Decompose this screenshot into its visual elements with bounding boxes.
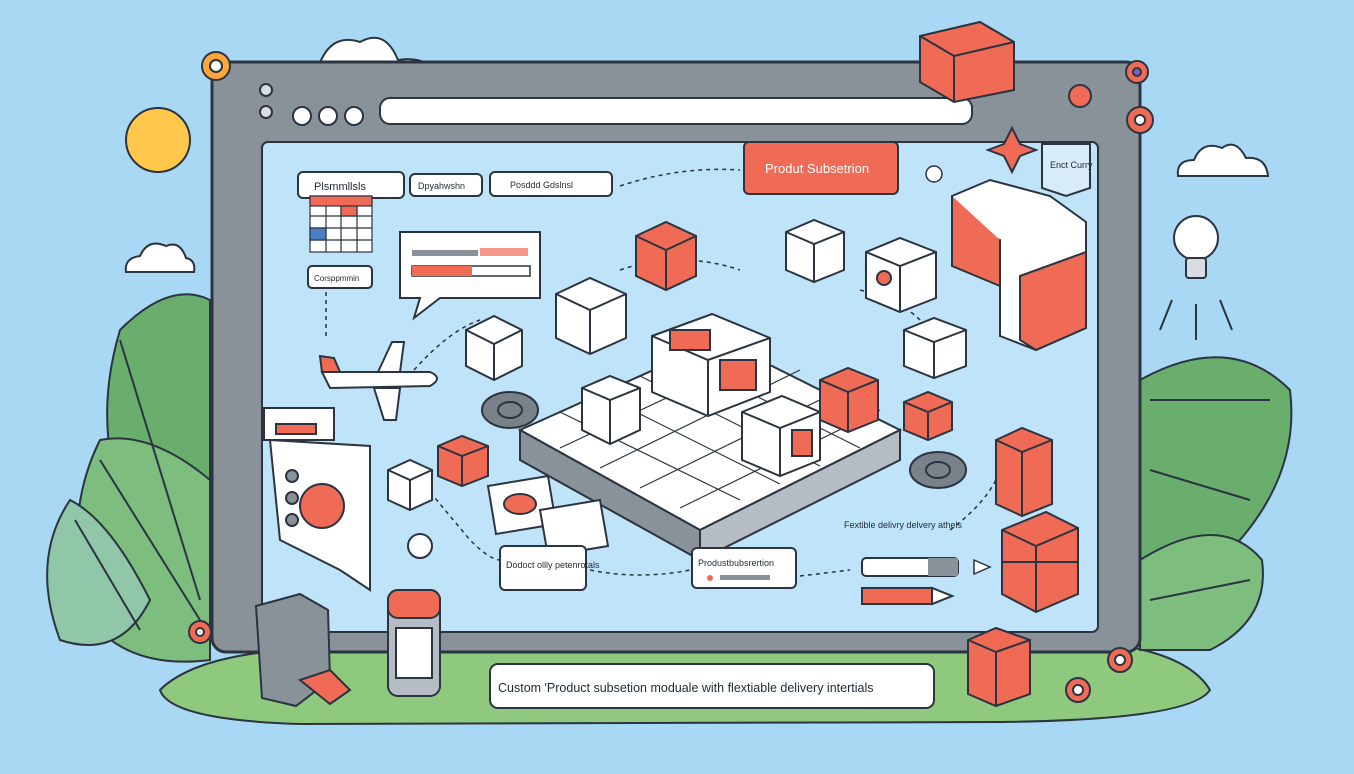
bottom-banner: Custom 'Product subsetion moduale with f… (489, 663, 935, 709)
tab-2[interactable]: Dpyahwshn (409, 173, 483, 197)
pencil-icon (861, 586, 955, 606)
window-dot-1 (292, 106, 312, 126)
sparkle-icon (985, 125, 1039, 175)
cloud-icon (1176, 143, 1270, 177)
cube-stack-bottom (1001, 510, 1079, 614)
document-panel (263, 407, 371, 592)
product-subscription-card-text: Produstbubsrertion (698, 558, 774, 568)
gear-icon (1125, 60, 1149, 84)
window-dot-3 (344, 106, 364, 126)
shipping-box-top (919, 20, 1015, 104)
cube-ground (967, 626, 1031, 708)
window-dot-small-2 (259, 105, 273, 119)
open-box (865, 236, 937, 314)
tab-3-label: Posddd Gdslnsl (510, 180, 573, 190)
cube-lower-right (995, 426, 1053, 518)
address-bar[interactable] (379, 97, 973, 125)
cube-stack-right (951, 178, 1087, 352)
cube-floating-1 (635, 220, 697, 292)
cloud-icon (124, 242, 196, 273)
window-dot-2 (318, 106, 338, 126)
cube-floating-4 (465, 314, 523, 382)
cube-orange-front (819, 366, 879, 434)
spiral-icon (909, 451, 967, 489)
cube-floating-3 (555, 276, 627, 356)
info-icon[interactable] (925, 165, 943, 183)
cube-medium (741, 394, 821, 478)
flexible-delivery-label[interactable]: Fextible delivry delvery athels (837, 501, 963, 549)
bottom-banner-text: Custom 'Product subsetion moduale with f… (498, 681, 873, 695)
card-stack (486, 474, 610, 558)
cube-large (651, 312, 771, 418)
gear-icon (1107, 647, 1133, 673)
tab-2-label: Dpyahwshn (418, 181, 465, 191)
gear-icon (201, 51, 231, 81)
side-label-text: Corsppmmin (314, 274, 359, 283)
progress-bubble (399, 231, 541, 321)
cube-floating-5 (437, 434, 489, 488)
flexible-delivery-text: Fextible delivry delvery athels (844, 520, 963, 530)
cube-floating-8 (903, 390, 953, 442)
corner-note-text: Enct Curry (1050, 160, 1093, 170)
spiral-icon (481, 391, 539, 429)
tab-1[interactable]: Plsmmllsls (297, 171, 405, 199)
tab-1-label: Plsmmllsls (314, 181, 366, 193)
sun-icon (125, 107, 191, 173)
cube-floating-6 (387, 458, 433, 512)
product-subscription-button[interactable]: Produt Subsetrion (743, 141, 899, 195)
dodoct-options-text: Dodoct ollly petenrotals (506, 560, 600, 570)
cube-floating-7 (903, 316, 967, 380)
cube-small (581, 374, 641, 446)
tab-3[interactable]: Posddd Gdslnsl (489, 171, 613, 197)
dodoct-options-label[interactable]: Dodoct ollly petenrotals (499, 545, 600, 591)
window-controls[interactable] (259, 83, 364, 126)
side-label[interactable]: Corsppmmin (307, 265, 373, 289)
rock-shape (254, 592, 352, 708)
dot-icon (407, 533, 433, 559)
product-subscription-label: Produt Subsetrion (765, 161, 869, 176)
calendar-grid (309, 195, 373, 253)
leaf-decoration-left (46, 293, 211, 663)
corner-note: Enct Curry (1041, 143, 1093, 198)
window-dot-small-1 (259, 83, 273, 97)
gear-icon (1126, 106, 1154, 134)
cube-floating-2 (785, 218, 845, 284)
product-subscription-card[interactable]: Produstbubsrertion (691, 547, 797, 589)
delivery-input[interactable] (861, 557, 959, 577)
leaf-decoration-right (1139, 356, 1293, 651)
gear-icon (188, 620, 212, 644)
lightbulb-icon (1159, 215, 1233, 340)
gear-icon (1065, 677, 1091, 703)
phone-device (387, 589, 441, 697)
status-dot (1068, 84, 1092, 108)
arrow-right-icon (973, 558, 992, 576)
airplane-icon (318, 341, 438, 421)
